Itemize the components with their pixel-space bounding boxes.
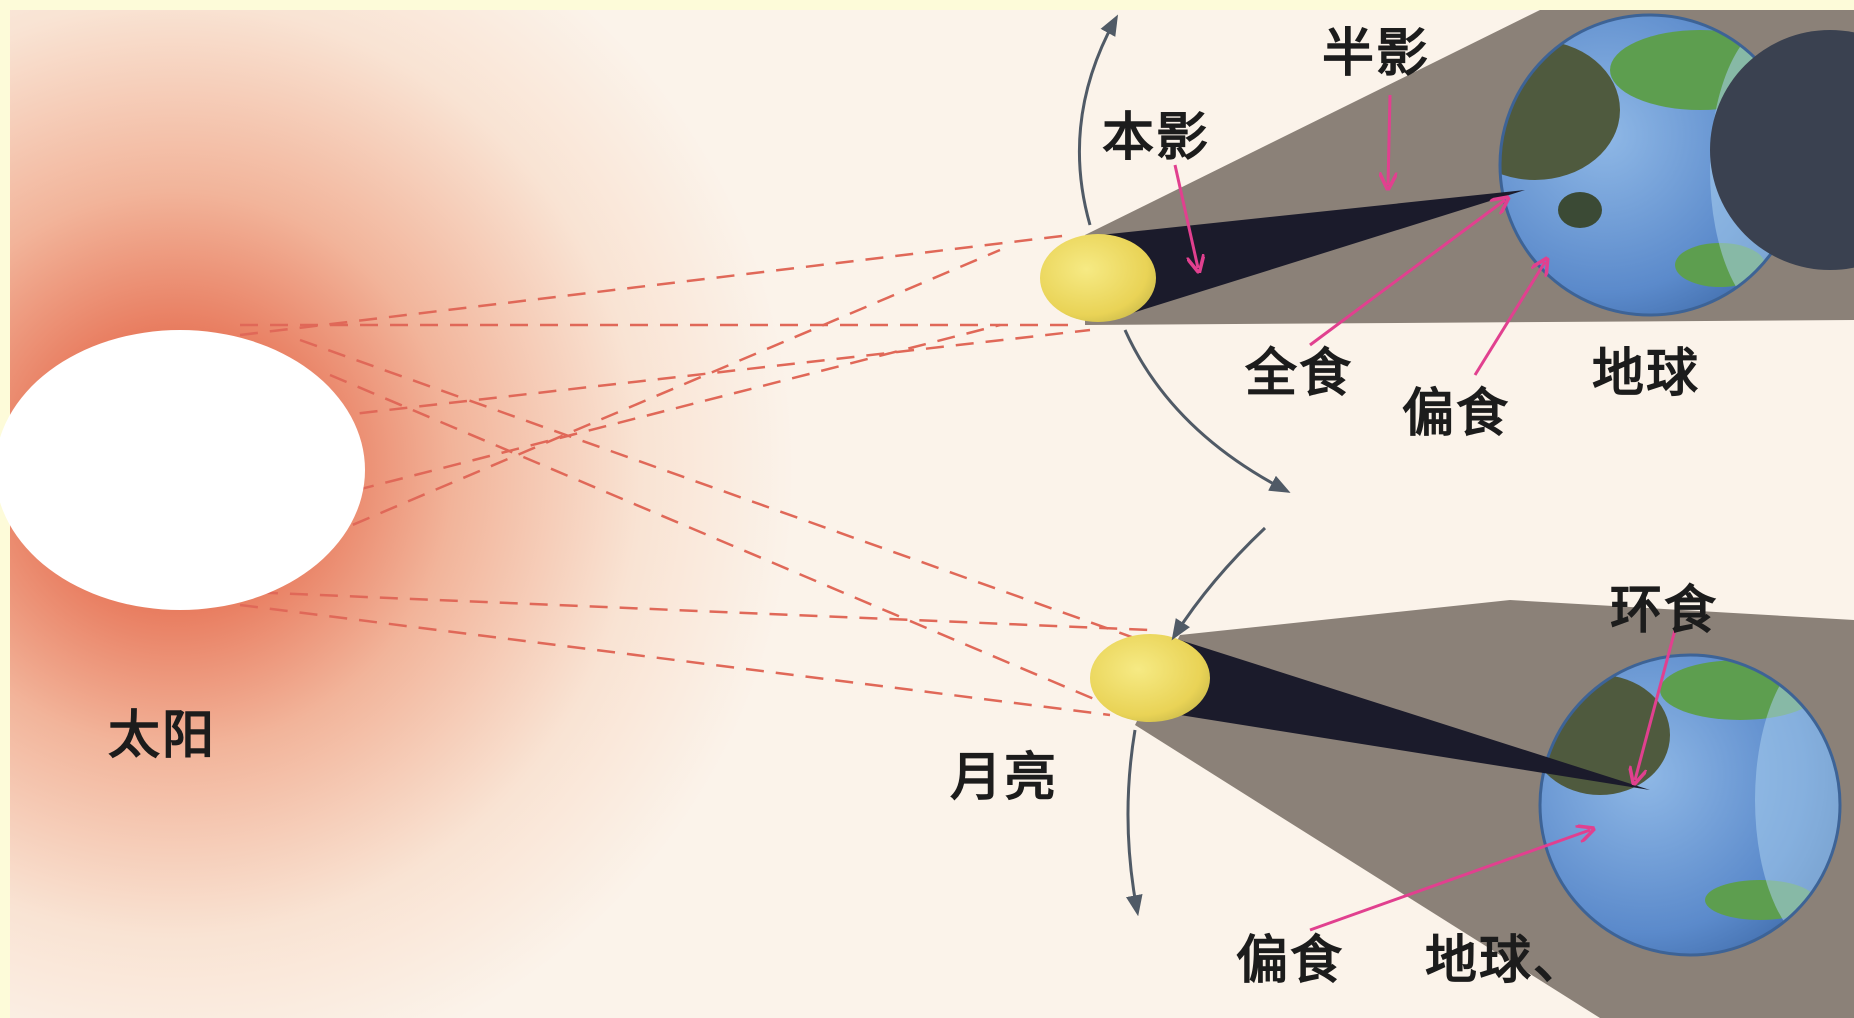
moon-bottom (1090, 634, 1210, 722)
label-earth-top: 地球 (1592, 348, 1700, 400)
label-earth-bottom: 地球、 (1425, 935, 1587, 987)
label-partial-eclipse-top: 偏食 (1402, 388, 1510, 440)
sun-disc (0, 330, 365, 610)
label-annular-eclipse: 环食 (1610, 585, 1718, 637)
label-penumbra: 半影 (1322, 28, 1430, 80)
arrow-penumbra (1388, 95, 1390, 185)
label-sun: 太阳 (108, 710, 216, 762)
moon-top (1040, 234, 1156, 322)
label-partial-eclipse-bottom: 偏食 (1236, 935, 1344, 987)
label-moon: 月亮 (950, 752, 1058, 804)
label-umbra: 本影 (1102, 112, 1210, 164)
label-total-eclipse: 全食 (1245, 348, 1353, 400)
